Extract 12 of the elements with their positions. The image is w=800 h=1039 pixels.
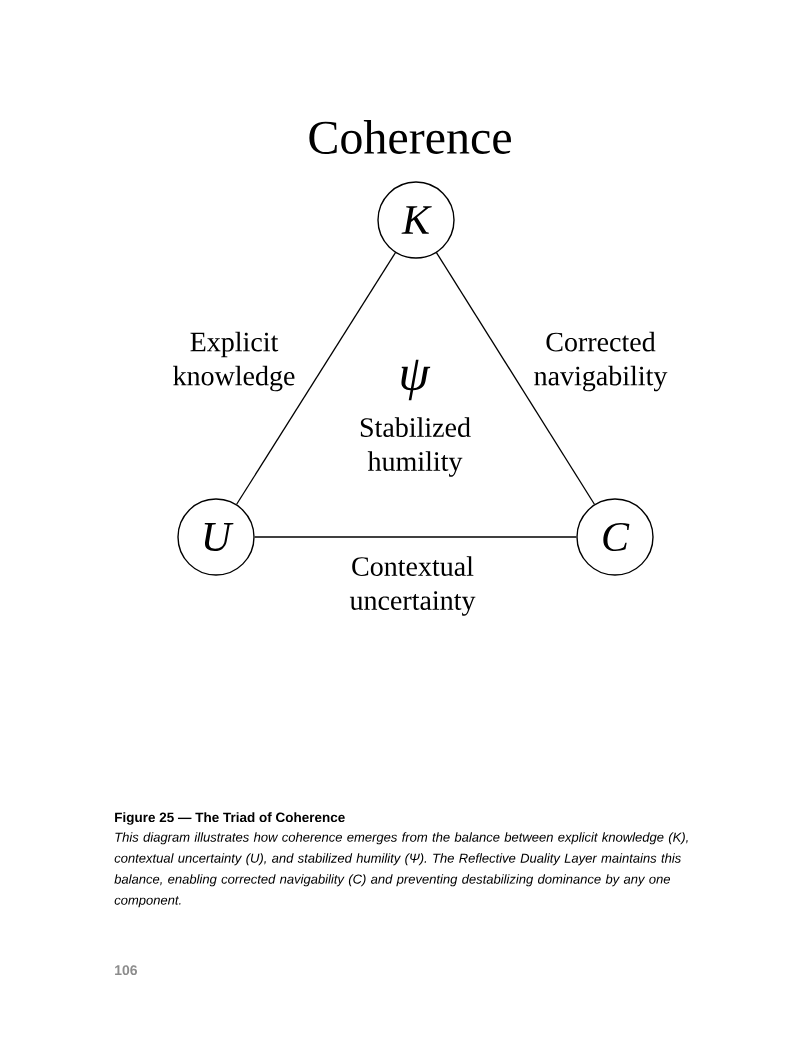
caption: This diagram illustrates how coherence emerges from the balance between explicit knowledge (K), contextual uncertainty (U), and stabilized humility (Ψ). The Reflective Duality Layer maintains this balance, enabling corrected navigability (C) and preventing destabilizing dominance by any one component. — [114, 832, 688, 908]
page-number: 106 — [115, 965, 138, 976]
psi-symbol: ψ — [401, 359, 431, 401]
center-label: Stabilized humility — [360, 417, 471, 477]
edge-label: Corrected navigability — [534, 331, 668, 392]
edge-label: Explicit knowledge — [173, 331, 295, 392]
connector-line — [254, 536, 577, 538]
figure-heading: Figure 25 — The Triad of Coherence — [115, 812, 345, 825]
title: Coherence — [309, 120, 511, 154]
edge-label: Contextual uncertainty — [349, 556, 476, 616]
connector-line — [435, 252, 596, 505]
connector-line — [236, 252, 396, 505]
